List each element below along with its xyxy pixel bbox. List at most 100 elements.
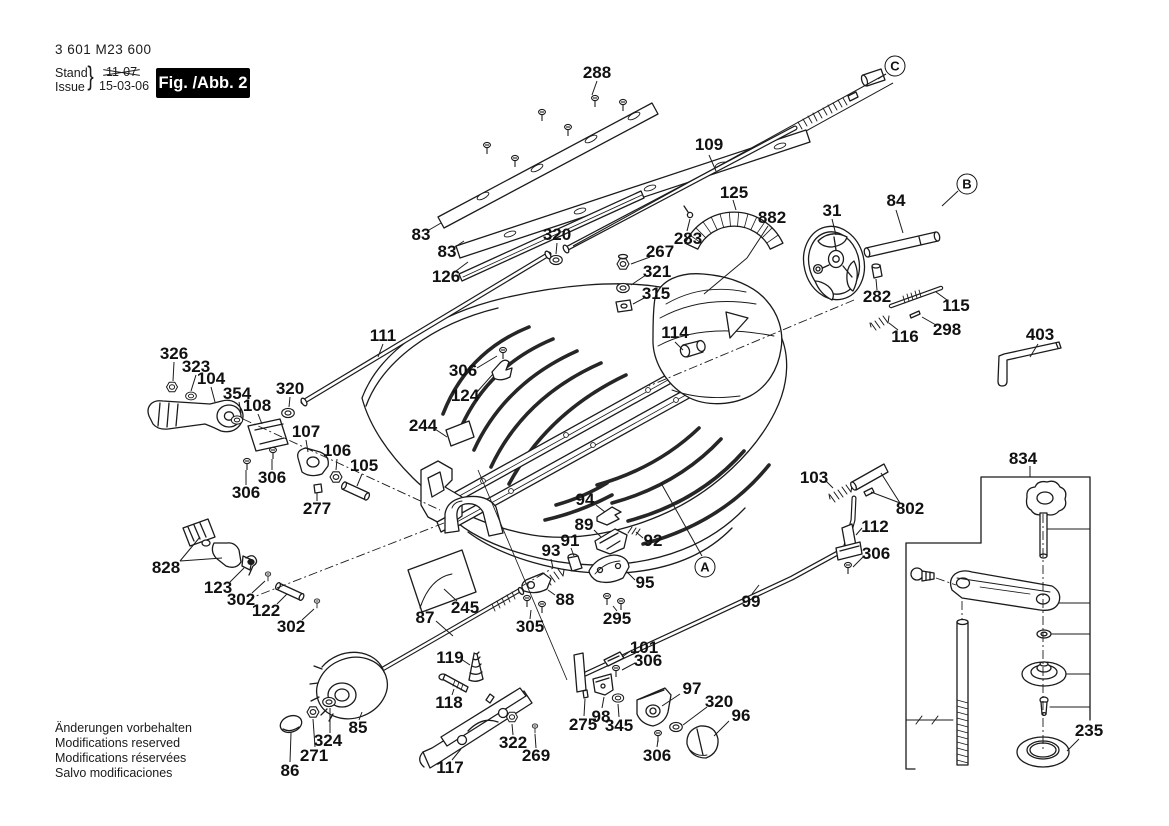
- stand-label: Stand: [55, 66, 88, 80]
- part-label-119: 119: [436, 648, 464, 667]
- part-label-95: 95: [635, 573, 655, 592]
- leader-lines: [172, 73, 1080, 763]
- part-label-834: 834: [1008, 449, 1038, 468]
- part-label-103: 103: [799, 468, 829, 487]
- part-label-96: 96: [731, 706, 751, 725]
- part-label-828: 828: [151, 558, 181, 577]
- part-label-302: 302: [276, 617, 306, 636]
- part-label-323: 323: [181, 357, 211, 376]
- part-label-326: 326: [159, 344, 189, 363]
- part-label-106: 106: [322, 441, 352, 460]
- part-label-124: 124: [450, 386, 480, 405]
- part-label-89: 89: [574, 515, 594, 534]
- part-label-403: 403: [1025, 325, 1055, 344]
- part-label-94: 94: [575, 490, 595, 509]
- superseded-date: 11-07: [106, 65, 138, 79]
- handwheel: [802, 225, 866, 301]
- part-label-123: 123: [203, 578, 233, 597]
- part-label-322: 322: [498, 733, 528, 752]
- lock-lever-group: [147, 381, 371, 501]
- detail-inset-834: [905, 476, 1091, 770]
- part-label-345: 345: [604, 716, 634, 735]
- part-label-109: 109: [694, 135, 724, 154]
- part-label-107: 107: [291, 422, 321, 441]
- part-label-305: 305: [515, 617, 545, 636]
- part-label-98: 98: [591, 707, 611, 726]
- part-label-114: 114: [661, 323, 689, 342]
- part-label-83: 83: [411, 225, 431, 244]
- part-label-108: 108: [242, 396, 272, 415]
- footer-line-de: Änderungen vorbehalten: [55, 721, 192, 735]
- part-label-83: 83: [437, 242, 457, 261]
- part-label-93: 93: [541, 541, 561, 560]
- part-label-306: 306: [642, 746, 672, 765]
- part-label-315: 315: [641, 284, 671, 303]
- part-label-320: 320: [542, 225, 572, 244]
- part-label-87: 87: [415, 608, 435, 627]
- part-label-92: 92: [643, 531, 663, 550]
- part-label-105: 105: [349, 456, 379, 475]
- part-label-97: 97: [682, 679, 702, 698]
- issue-date: 15-03-06: [99, 79, 150, 93]
- part-label-101: 101: [629, 638, 659, 657]
- part-label-267: 267: [645, 242, 675, 261]
- part-label-354: 354: [222, 384, 252, 403]
- part-label-116: 116: [891, 327, 919, 346]
- detent-group: [521, 506, 641, 594]
- part-label-306: 306: [231, 483, 261, 502]
- part-label-84: 84: [886, 191, 906, 210]
- bracket-117: [419, 687, 533, 769]
- part-label-99: 99: [741, 592, 761, 611]
- part-label-882: 882: [757, 208, 787, 227]
- fence-bar: [437, 102, 659, 229]
- part-label-115: 115: [942, 296, 970, 315]
- rod-84: [865, 231, 939, 258]
- part-label-235: 235: [1074, 721, 1104, 740]
- part-label-104: 104: [196, 369, 226, 388]
- part-label-244: 244: [408, 416, 438, 435]
- part-label-295: 295: [602, 609, 632, 628]
- figure-badge: Fig. /Abb. 2: [156, 68, 250, 98]
- knob-96: [686, 725, 719, 759]
- part-label-275: 275: [568, 715, 598, 734]
- footer-line-es: Salvo modificaciones: [55, 766, 173, 780]
- part-label-85: 85: [348, 718, 368, 737]
- part-label-126: 126: [431, 267, 461, 286]
- part-label-31: 31: [822, 201, 842, 220]
- footer-line-fr: Modifications réservées: [55, 751, 187, 765]
- part-label-321: 321: [642, 262, 672, 281]
- part-label-125: 125: [719, 183, 749, 202]
- part-label-283: 283: [673, 229, 703, 248]
- part-label-306: 306: [257, 468, 287, 487]
- part-label-320: 320: [275, 379, 305, 398]
- part-label-245: 245: [450, 598, 480, 617]
- part-label-298: 298: [932, 320, 962, 339]
- footer-notice: Änderungen vorbehalten Modifications res…: [55, 721, 192, 781]
- issue-label: Issue: [55, 80, 85, 94]
- lock-pedal-group: [182, 518, 305, 602]
- part-label-269: 269: [521, 746, 551, 765]
- part-label-111: 111: [369, 326, 397, 345]
- part-label-117: 117: [436, 758, 464, 777]
- knob-85: [309, 651, 389, 722]
- part-label-112: 112: [861, 517, 889, 536]
- part-label-88: 88: [555, 590, 575, 609]
- footer-line-en: Modifications reserved: [55, 736, 181, 750]
- part-label-271: 271: [299, 746, 329, 765]
- part-label-282: 282: [862, 287, 892, 306]
- part-label-306: 306: [448, 361, 478, 380]
- fence-strip: [458, 190, 645, 282]
- part-label-288: 288: [582, 63, 612, 82]
- ref-marker-a: A: [694, 556, 716, 578]
- part-label-306: 306: [633, 651, 663, 670]
- part-label-802: 802: [895, 499, 925, 518]
- part-label-118: 118: [435, 693, 463, 712]
- brace-glyph: }: [87, 61, 94, 91]
- document-number: 3 601 M23 600: [55, 42, 152, 57]
- hex-key: [997, 341, 1062, 387]
- part-label-320: 320: [704, 692, 734, 711]
- part-label-86: 86: [280, 761, 300, 780]
- part-label-277: 277: [302, 499, 332, 518]
